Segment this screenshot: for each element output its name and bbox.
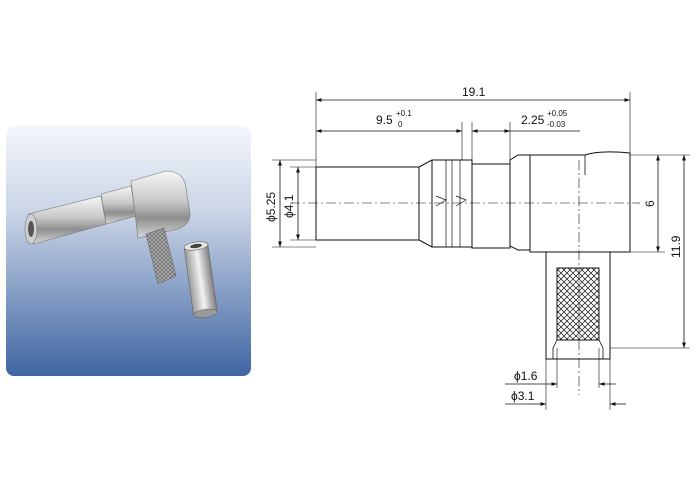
total-height-label: 11.9 [669,235,683,258]
taper-section [418,159,473,248]
crimp-ferrule [545,251,611,360]
center-lines [290,160,640,395]
product-photo [6,126,251,376]
extension-lines [272,92,690,410]
inner-diameter-label: ϕ4.1 [282,194,296,218]
cable-outer-diameter-label: ϕ3.1 [511,389,535,403]
photo-background [6,126,251,376]
front-length-tol-lower: 0 [398,120,403,129]
gap-length-tol-lower: -0.03 [547,120,566,129]
front-sleeve [315,166,420,241]
connector-outline [315,151,631,360]
gap-length-tol-upper: +0.05 [547,109,568,118]
outer-diameter-label: ϕ5.25 [264,192,278,222]
dimension-labels: 19.1 9.5 +0.1 0 2.25 +0.05 -0.03 ϕ5.25 ϕ… [264,85,683,403]
right-angle-body [529,151,631,253]
body-height-label: 6 [643,200,657,207]
cable-inner-diameter-label: ϕ1.6 [514,369,538,383]
overall-length-label: 19.1 [462,85,486,99]
cable-braid-hatch [556,267,600,341]
product-photo-panel [6,126,251,376]
front-length-tol-upper: +0.1 [396,109,412,118]
neck-section [471,163,511,249]
front-length-label: 9.5 [376,113,393,127]
gap-length-label: 2.25 [521,113,545,127]
dimension-lines [278,98,686,406]
collar-section [509,154,531,251]
connector-photo [24,170,218,318]
